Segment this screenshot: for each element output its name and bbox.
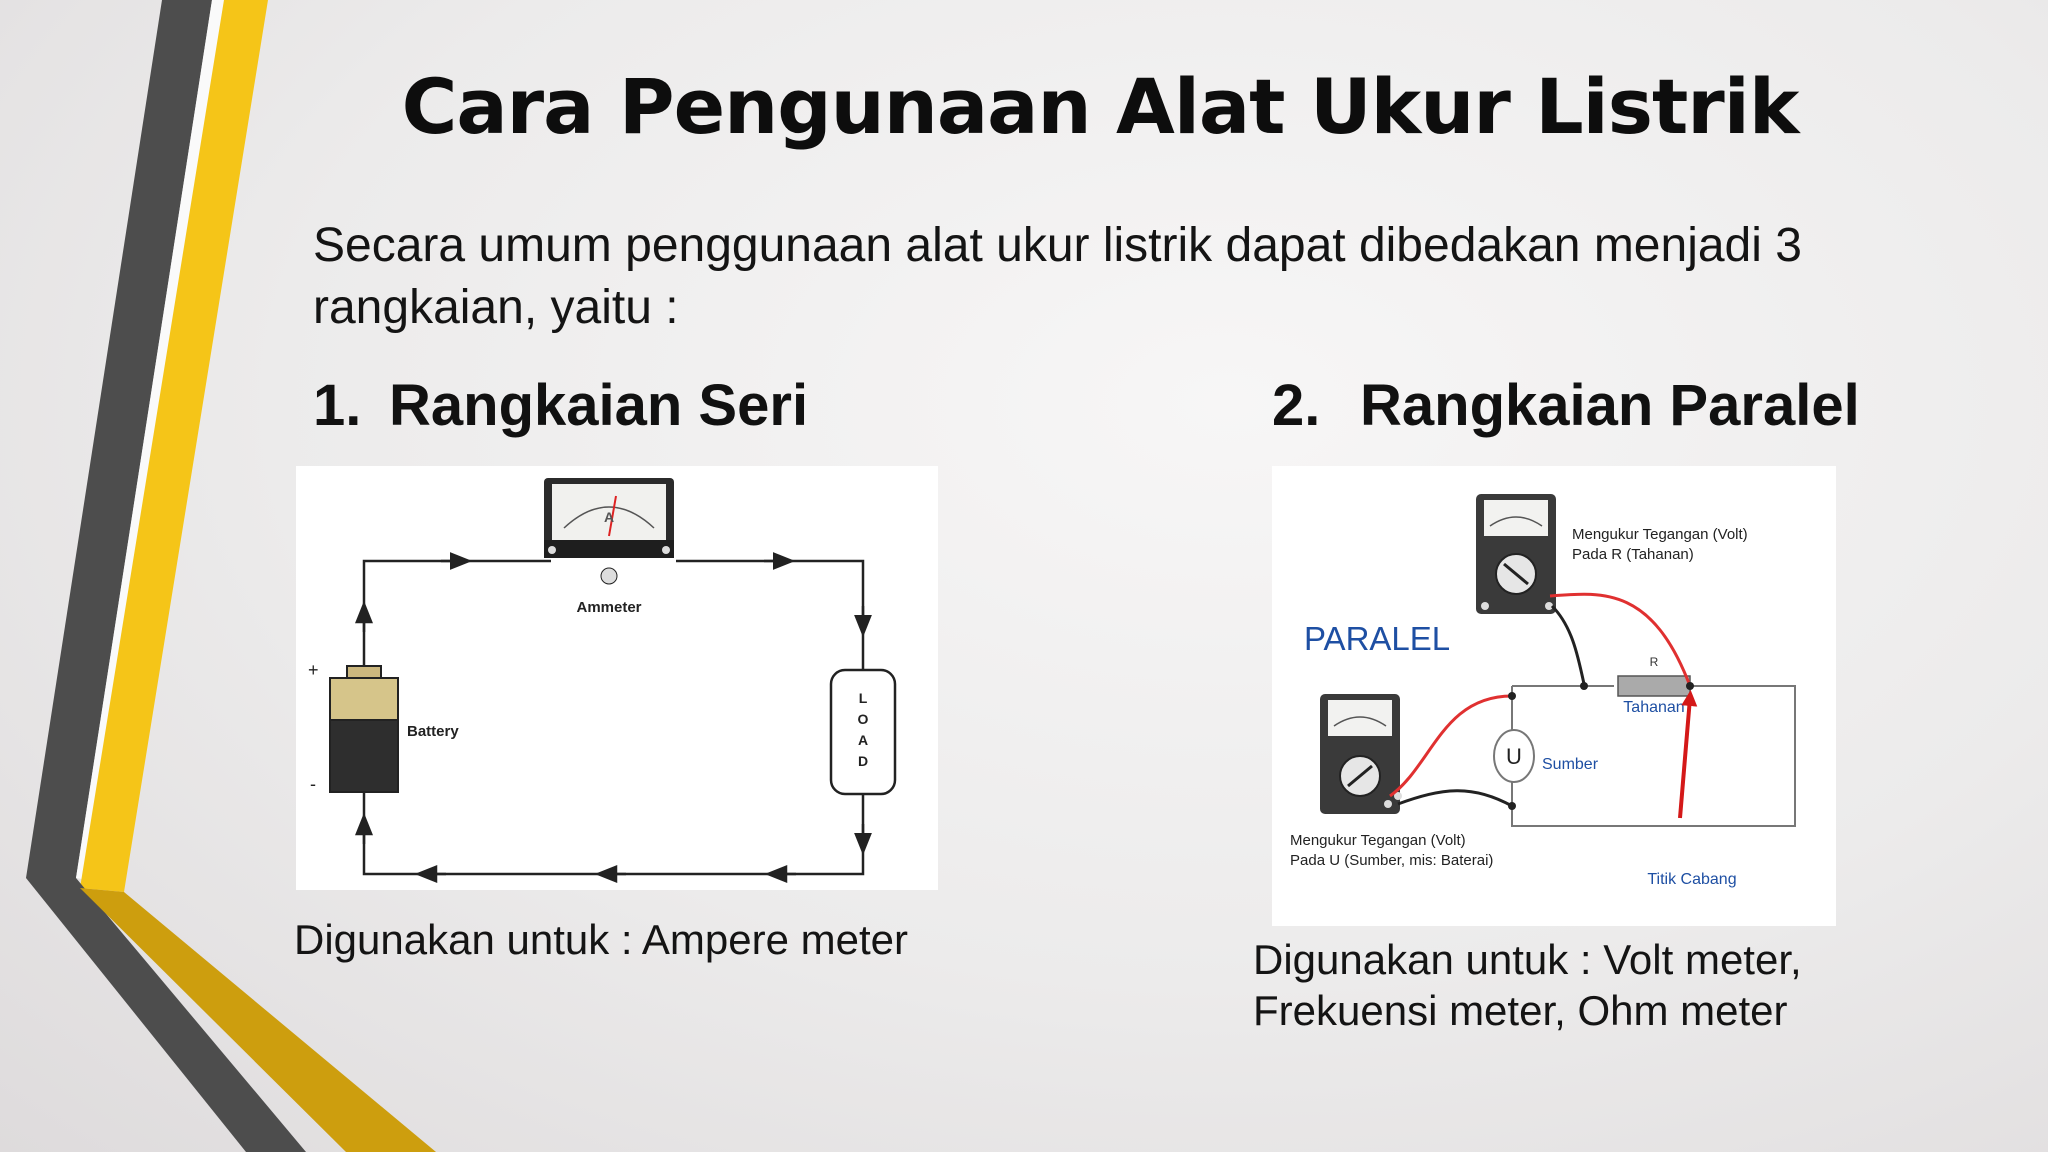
- decorative-stripes: [26, 0, 436, 1152]
- battery-minus: -: [310, 774, 316, 794]
- tahanan-label: Tahanan: [1623, 699, 1684, 716]
- ammeter-symbol: A: [604, 509, 614, 525]
- series-number: 1.: [313, 373, 362, 438]
- yellow-stripe-upper: [80, 0, 268, 892]
- top-meter-label-2: Pada R (Tahanan): [1572, 546, 1694, 563]
- titik-cabang-label: Titik Cabang: [1647, 871, 1736, 888]
- source-icon: U: [1493, 729, 1535, 783]
- battery-plus: +: [308, 660, 319, 680]
- source-symbol: U: [1506, 744, 1522, 769]
- voltmeter-top-icon: [1476, 494, 1556, 614]
- titik-cabang-arrow: [1678, 690, 1698, 819]
- load-letter-o: O: [858, 711, 869, 727]
- voltmeter-bottom-icon: [1320, 694, 1402, 814]
- battery-label: Battery: [407, 723, 459, 740]
- series-circuit-diagram: A Ammeter + - Battery L O A D: [296, 466, 938, 890]
- series-heading: 1. Rangkaian Seri: [313, 372, 808, 439]
- yellow-stripe-lower: [80, 888, 436, 1152]
- current-arrows: [355, 552, 872, 883]
- sumber-label: Sumber: [1542, 756, 1599, 773]
- parallel-heading-text: Rangkaian Paralel: [1360, 373, 1860, 438]
- resistor-icon: [1617, 675, 1691, 697]
- gray-stripe-upper: [26, 0, 212, 878]
- load-box: L O A D: [829, 668, 897, 796]
- parallel-caption: Digunakan untuk : Volt meter, Frekuensi …: [1253, 936, 1802, 1034]
- series-heading-text: Rangkaian Seri: [389, 373, 809, 438]
- ammeter-icon: A: [544, 478, 674, 585]
- white-stripe: [76, 0, 224, 880]
- bottom-meter-label-2: Pada U (Sumber, mis: Baterai): [1290, 852, 1493, 869]
- resistor-label: R: [1650, 655, 1659, 669]
- junction-dots: [1508, 682, 1694, 810]
- load-letter-l: L: [859, 690, 868, 706]
- slide-title: Cara Pengunaan Alat Ukur Listrik: [401, 62, 1800, 151]
- gray-stripe-lower: [26, 878, 306, 1152]
- load-letter-d: D: [858, 753, 868, 769]
- probe-leads: [1389, 592, 1692, 808]
- ammeter-label: Ammeter: [576, 599, 641, 616]
- parallel-heading: 2. Rangkaian Paralel: [1272, 372, 1860, 439]
- parallel-number: 2.: [1272, 373, 1321, 438]
- bottom-meter-label-1: Mengukur Tegangan (Volt): [1290, 832, 1466, 849]
- top-meter-label-1: Mengukur Tegangan (Volt): [1572, 526, 1748, 543]
- series-caption: Digunakan untuk : Ampere meter: [294, 916, 909, 963]
- load-letter-a: A: [858, 732, 868, 748]
- intro-text: Secara umum penggunaan alat ukur listrik…: [313, 219, 1802, 334]
- battery-icon: [329, 665, 399, 793]
- paralel-diagram-title: PARALEL: [1304, 620, 1450, 657]
- parallel-circuit-diagram: R Tahanan U Sumber PARALEL Mengukur Tega…: [1272, 466, 1836, 926]
